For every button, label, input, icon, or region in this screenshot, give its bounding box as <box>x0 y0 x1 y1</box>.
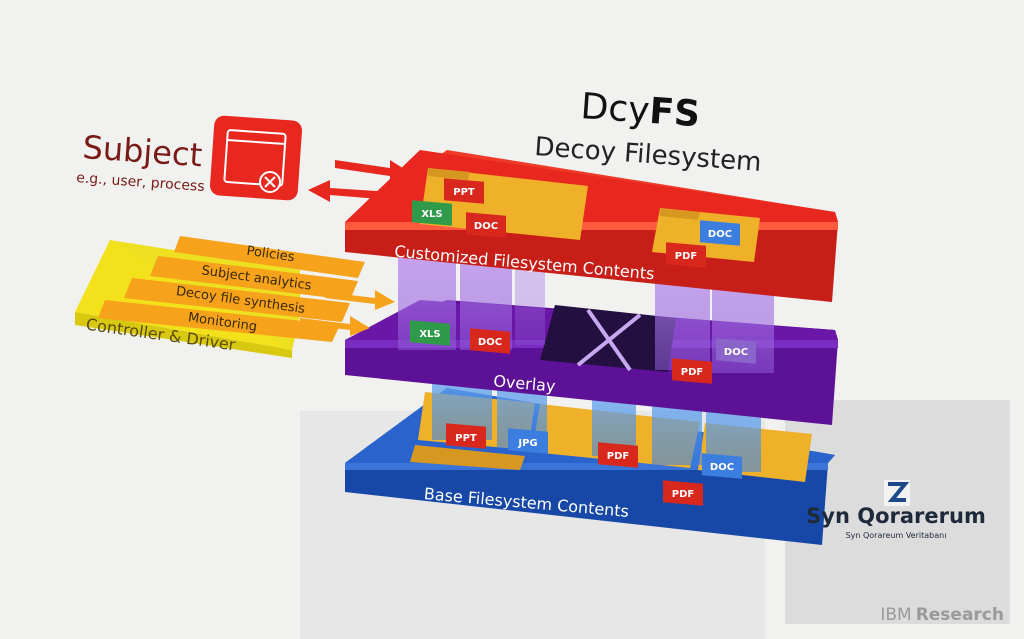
overlay-files: XLS DOC DOC PDF <box>410 320 756 384</box>
controller-item-policies: Policies <box>246 244 296 266</box>
overlay-file-2: DOC <box>478 337 502 348</box>
subject-label: Subject <box>81 128 203 174</box>
custom-files: PPT XLS DOC DOC PDF <box>412 178 740 268</box>
subject-window-icon <box>209 115 303 201</box>
subject-sublabel: e.g., user, process <box>76 170 205 195</box>
watermark-name: Syn Qorarerum <box>806 504 986 528</box>
watermark-tagline: Syn Qorareum Veritabanı <box>846 531 947 540</box>
base-file-4: PDF <box>672 489 694 500</box>
title-brand: DcyFS <box>579 86 701 135</box>
controller-arrows <box>300 290 395 336</box>
base-files: PPT JPG PDF PDF DOC <box>446 423 742 506</box>
title-brand-suffix: FS <box>648 91 701 135</box>
base-file-2: JPG <box>517 438 537 449</box>
base-file-3: PDF <box>607 451 629 462</box>
base-file-5: DOC <box>710 462 734 473</box>
subject-arrows <box>308 160 412 202</box>
controller-box <box>75 236 365 358</box>
custom-file-3: DOC <box>474 221 498 232</box>
overlay-file-1: XLS <box>419 329 440 340</box>
overlay-file-4: PDF <box>681 367 703 378</box>
custom-file-1: PPT <box>453 187 475 198</box>
overlay-file-3: DOC <box>724 347 748 358</box>
custom-file-4: DOC <box>708 229 732 240</box>
footer-org-light: IBM <box>880 605 911 625</box>
watermark-logo-icon <box>884 480 910 506</box>
footer-org-bold: Research <box>916 605 1004 625</box>
base-file-1: PPT <box>455 433 477 444</box>
title-brand-prefix: Dcy <box>579 86 651 132</box>
custom-file-2: XLS <box>421 209 442 220</box>
custom-file-5: PDF <box>675 251 697 262</box>
